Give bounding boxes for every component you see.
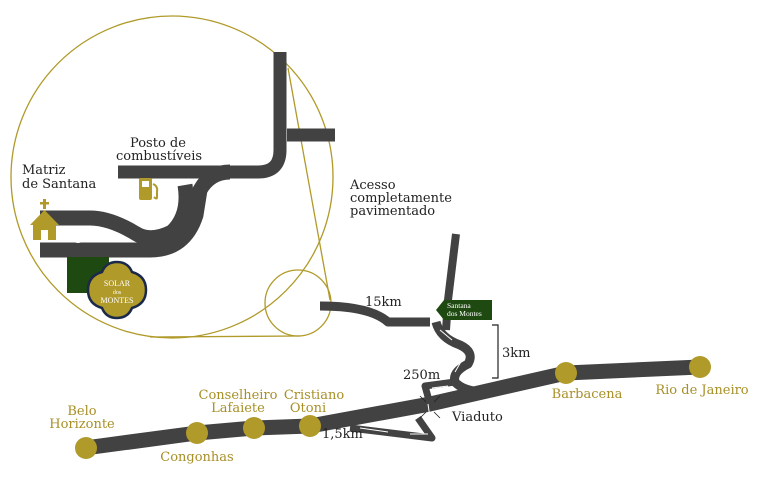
road-to-inset xyxy=(319,301,430,327)
city-dot-belo-horizonte xyxy=(75,437,97,459)
winding-road xyxy=(431,320,489,400)
city-label-belo-horizonte-2: Horizonte xyxy=(49,417,115,432)
city-dot-barbacena xyxy=(555,362,577,384)
church-label: Matriz xyxy=(22,163,66,178)
city-label-lafaiete-2: Lafaiete xyxy=(211,401,265,416)
svg-text:MONTES: MONTES xyxy=(101,296,134,305)
access-note: Acesso xyxy=(349,178,396,193)
city-dot-rio-de-janeiro xyxy=(689,356,711,378)
viaduct-label: Viaduto xyxy=(451,410,503,425)
city-label-congonhas: Congonhas xyxy=(160,450,233,465)
city-label-lafaiete: Conselheiro xyxy=(199,388,278,403)
svg-text:dos: dos xyxy=(113,290,122,296)
city-label-otoni: Cristiano xyxy=(284,388,344,403)
city-dot-conselheiro-lafaiete xyxy=(243,417,265,439)
distance-bracket xyxy=(492,324,499,379)
city-label-otoni-2: Otoni xyxy=(290,401,326,416)
access-note-3: pavimentado xyxy=(350,204,435,219)
fuel-icon xyxy=(139,178,159,200)
city-markers xyxy=(75,356,711,459)
distance-3km: 3km xyxy=(502,346,530,361)
church-label-2: de Santana xyxy=(22,177,97,192)
inset-roads xyxy=(40,52,335,293)
svg-text:Santana: Santana xyxy=(447,301,471,310)
city-dot-cristiano-otoni xyxy=(299,415,321,437)
viaduct-marks xyxy=(419,395,441,419)
distance-1-5km: 1,5km xyxy=(322,427,363,442)
access-note-2: completamente xyxy=(350,191,452,206)
santana-dos-montes-sign: Santana dos Montes xyxy=(436,300,492,320)
fuel-label-2: combustíveis xyxy=(116,149,202,164)
distance-250m: 250m xyxy=(403,368,440,383)
direction-arrows xyxy=(359,329,463,435)
solar-dos-montes-logo: SOLAR dos MONTES xyxy=(86,260,148,320)
church-icon xyxy=(30,199,59,240)
inset-outline xyxy=(10,15,334,339)
svg-text:dos Montes: dos Montes xyxy=(447,309,482,318)
city-label-barbacena: Barbacena xyxy=(552,387,623,402)
city-dot-congonhas xyxy=(186,422,208,444)
svg-text:SOLAR: SOLAR xyxy=(104,279,131,288)
fuel-label: Posto de xyxy=(130,136,186,151)
distance-15km: 15km xyxy=(365,295,402,310)
city-label-belo-horizonte: Belo xyxy=(67,404,96,419)
city-label-rio-de-janeiro: Rio de Janeiro xyxy=(655,383,748,398)
